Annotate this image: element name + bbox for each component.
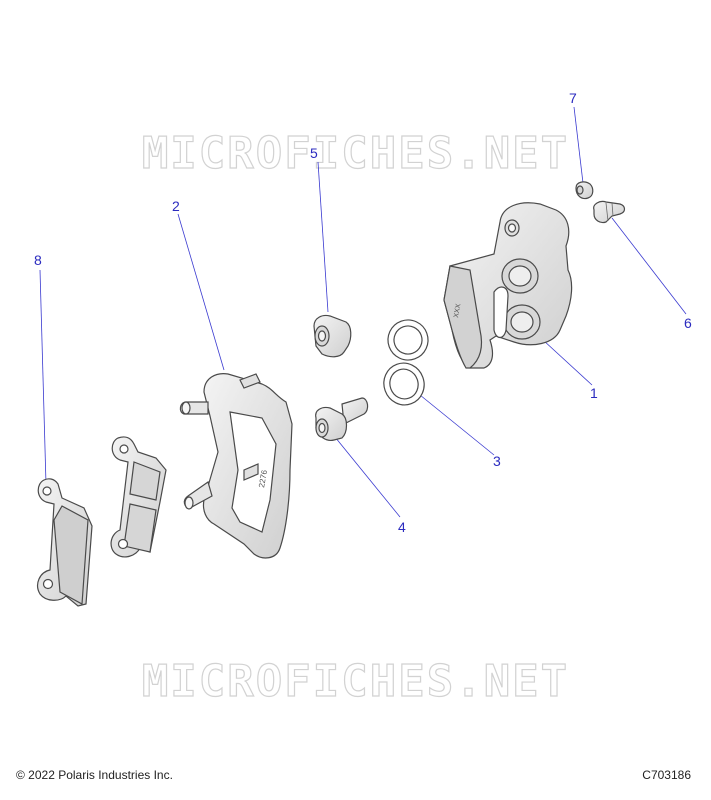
watermark-top: MICROFICHES.NET — [141, 127, 570, 179]
caliper-body: XXX — [443, 202, 573, 369]
callout-3: 3 — [493, 453, 501, 469]
brake-pad-inner — [110, 436, 167, 558]
watermark-bottom: MICROFICHES.NET — [141, 655, 570, 707]
callout-1: 1 — [590, 385, 598, 401]
leader-3 — [419, 394, 495, 456]
o-rings — [383, 319, 429, 406]
leader-8 — [39, 269, 47, 485]
callout-2: 2 — [172, 198, 180, 214]
leader-4 — [334, 436, 401, 518]
piston-boot — [313, 314, 352, 358]
leader-2 — [177, 213, 225, 371]
callout-4: 4 — [398, 519, 406, 535]
figure-code: C703186 — [642, 768, 691, 782]
bleeder-cap — [575, 181, 594, 200]
bleeder-screw — [593, 200, 626, 224]
leader-7 — [573, 106, 584, 184]
callout-5: 5 — [310, 145, 318, 161]
brake-pad-outer — [37, 478, 93, 607]
leader-6 — [611, 217, 687, 315]
callout-7: 7 — [569, 90, 577, 106]
leader-lines — [39, 106, 687, 518]
caliper-bracket: 2276 — [179, 373, 293, 559]
caliper-stamp: XXX — [453, 303, 462, 318]
callout-8: 8 — [34, 252, 42, 268]
slide-pin — [315, 397, 369, 441]
bracket-stamp: 2276 — [257, 469, 269, 489]
callout-6: 6 — [684, 315, 692, 331]
copyright-text: © 2022 Polaris Industries Inc. — [16, 768, 173, 782]
leader-1 — [542, 339, 593, 386]
leader-5 — [317, 161, 329, 313]
